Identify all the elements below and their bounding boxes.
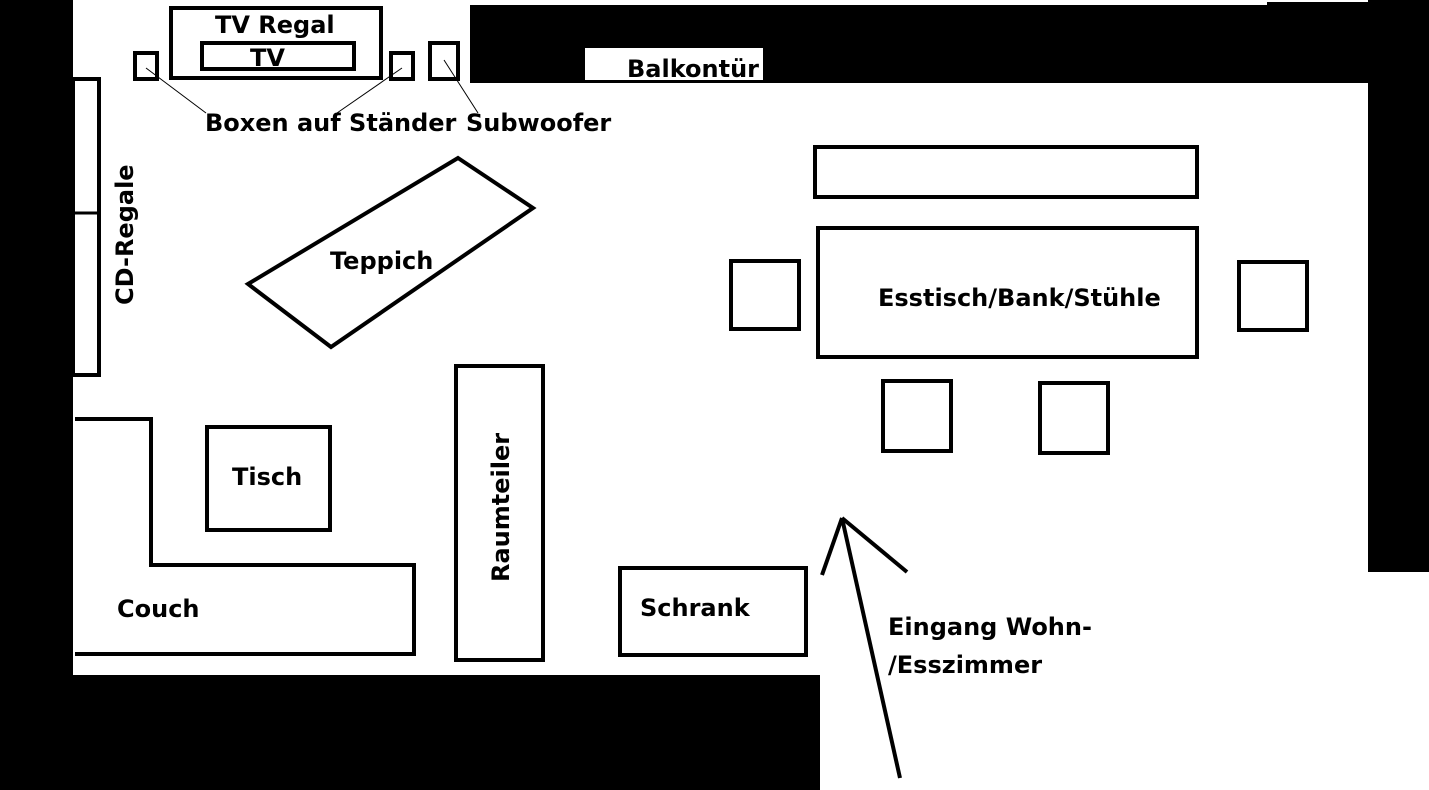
tv: [200, 41, 356, 71]
balcony-door-label: Balkontür: [627, 55, 759, 83]
speaker-pointer-left: [145, 67, 207, 114]
speakers-label: Boxen auf Ständer: [205, 109, 457, 137]
subwoofer: [428, 41, 460, 81]
speaker-right: [389, 51, 415, 81]
entrance-label-line1: Eingang Wohn-: [888, 613, 1092, 641]
cd-shelves: [71, 77, 101, 377]
tv-shelf: [169, 6, 383, 80]
speaker-left: [133, 51, 159, 81]
balcony-door: [585, 48, 763, 80]
tv-shelf-label: TV Regal: [215, 11, 335, 39]
cabinet: [618, 566, 808, 657]
room-divider: [454, 364, 545, 662]
coffee-table-label: Tisch: [232, 463, 302, 491]
cabinet-label: Schrank: [640, 594, 751, 622]
speaker-pointer-right: [336, 67, 403, 114]
wall-right: [1368, 0, 1429, 572]
couch: [75, 417, 416, 656]
wall-left: [0, 0, 73, 790]
chair-bottom-1: [881, 379, 953, 453]
wall-bottom: [0, 675, 820, 790]
dining-table: [816, 226, 1199, 359]
entrance-label-line2: /Esszimmer: [888, 651, 1042, 679]
coffee-table: [205, 425, 332, 532]
chair-bottom-2: [1038, 381, 1110, 455]
tv-label: TV: [250, 44, 285, 72]
carpet: [244, 155, 537, 350]
room-divider-label: Raumteiler: [487, 433, 515, 582]
chair-left: [729, 259, 801, 331]
bench: [813, 145, 1199, 199]
subwoofer-label: Subwoofer: [466, 109, 611, 137]
cd-shelves-label: CD-Regale: [111, 164, 139, 305]
couch-label: Couch: [117, 595, 200, 623]
carpet-label: Teppich: [330, 247, 433, 275]
dining-label: Esstisch/Bank/Stühle: [878, 284, 1161, 312]
subwoofer-pointer: [443, 59, 479, 114]
entrance-arrow-icon: [820, 516, 909, 779]
chair-right: [1237, 260, 1309, 332]
